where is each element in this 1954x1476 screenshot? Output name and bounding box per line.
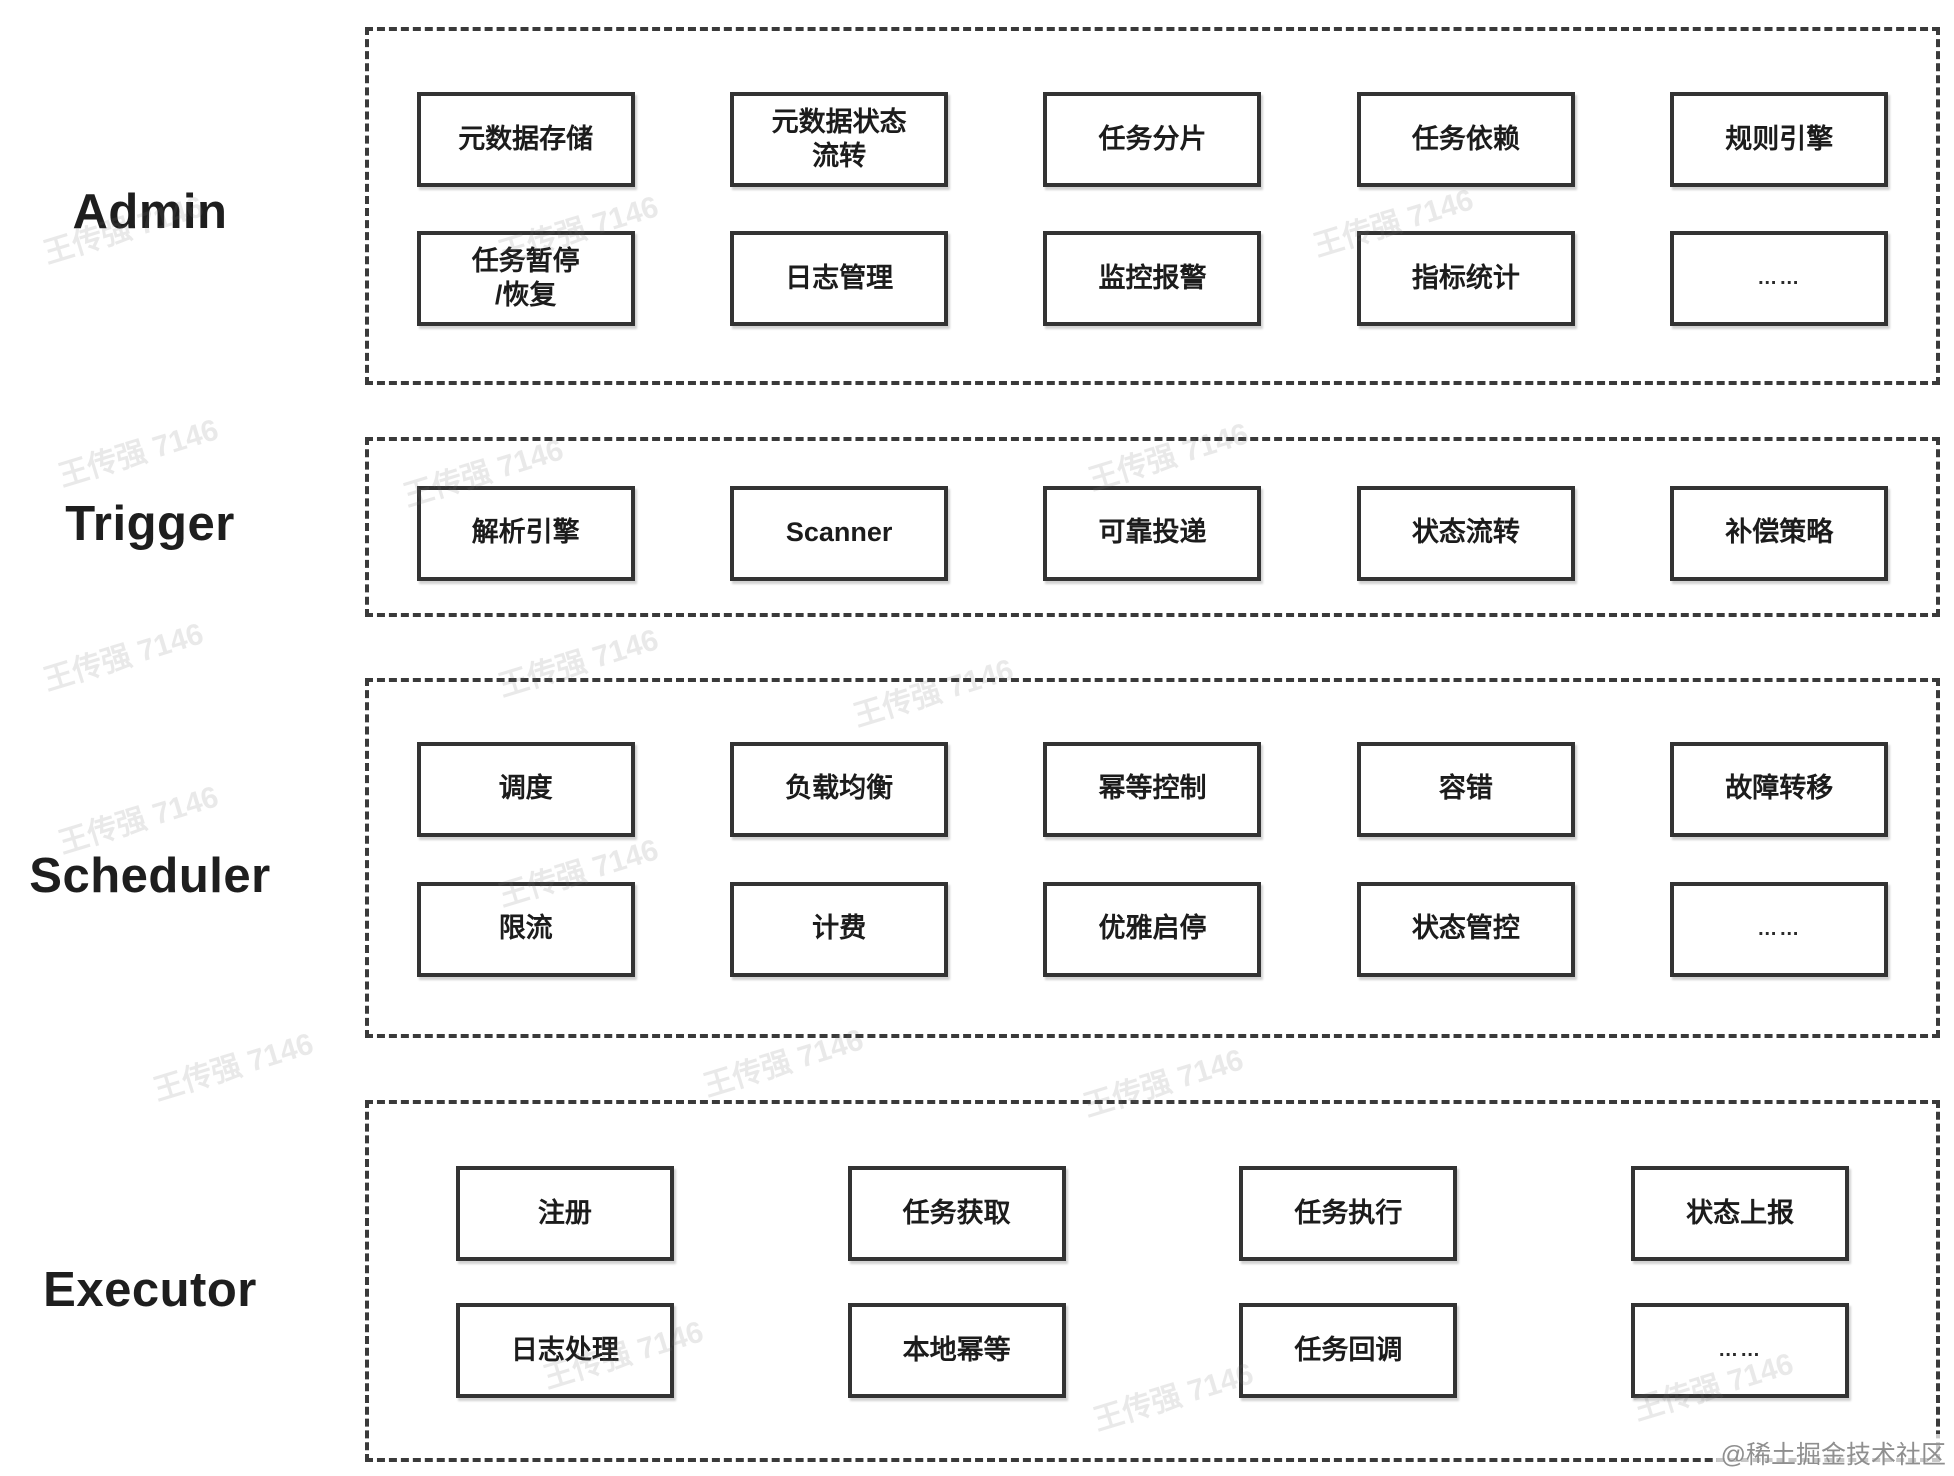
feature-box-executor-0-1: 任务获取 bbox=[847, 1166, 1066, 1261]
section-container-trigger: 解析引擎 Scanner 可靠投递状态流转补偿策略 bbox=[365, 437, 1940, 617]
feature-box-scheduler-0-0: 调度 bbox=[416, 741, 635, 837]
section-grid-admin: 元数据存储元数据状态 流转任务分片任务依赖规则引擎任务暂停 /恢复日志管理监控报… bbox=[369, 31, 1936, 348]
feature-box-admin-0-1: 元数据状态 流转 bbox=[730, 92, 949, 187]
section-label-scheduler: Scheduler bbox=[29, 849, 271, 903]
grid-cell: 故障转移 bbox=[1623, 719, 1936, 859]
watermark-text: 王传强 7146 bbox=[39, 617, 208, 698]
feature-box-trigger-0-3: 状态流转 bbox=[1356, 485, 1575, 581]
grid-cell: 任务分片 bbox=[996, 70, 1309, 209]
watermark-text: 王传强 7146 bbox=[149, 1027, 318, 1108]
grid-cell: 状态上报 bbox=[1544, 1145, 1936, 1282]
grid-cell: …… bbox=[1623, 859, 1936, 999]
grid-cell: 任务依赖 bbox=[1309, 70, 1622, 209]
grid-cell: 解析引擎 bbox=[369, 485, 682, 581]
feature-box-executor-0-2: 任务执行 bbox=[1239, 1166, 1458, 1261]
grid-cell: 注册 bbox=[369, 1145, 761, 1282]
section-container-executor: 注册 任务获取 任务执行 状态上报日志处理 本地幂等 任务回调 …… bbox=[365, 1100, 1940, 1462]
feature-box-admin-0-3: 任务依赖 bbox=[1356, 92, 1575, 187]
feature-box-executor-0-3: 状态上报 bbox=[1631, 1166, 1850, 1261]
feature-box-scheduler-0-4: 故障转移 bbox=[1670, 741, 1889, 837]
section-grid-scheduler: 调度负载均衡幂等控制容错故障转移限流计费优雅启停状态管控 …… bbox=[369, 682, 1936, 999]
feature-box-admin-1-1: 日志管理 bbox=[730, 231, 949, 326]
grid-cell: 任务回调 bbox=[1153, 1282, 1545, 1419]
grid-cell: 计费 bbox=[682, 859, 995, 999]
feature-box-trigger-0-0: 解析引擎 bbox=[416, 485, 635, 581]
grid-cell: 任务执行 bbox=[1153, 1145, 1545, 1282]
feature-box-scheduler-1-0: 限流 bbox=[416, 881, 635, 977]
section-grid-trigger: 解析引擎 Scanner 可靠投递状态流转补偿策略 bbox=[369, 441, 1936, 581]
feature-box-scheduler-0-3: 容错 bbox=[1356, 741, 1575, 837]
grid-cell: Scanner bbox=[682, 485, 995, 581]
feature-box-admin-1-0: 任务暂停 /恢复 bbox=[416, 231, 635, 326]
feature-box-executor-1-2: 任务回调 bbox=[1239, 1303, 1458, 1398]
corner-watermark: @稀土掘金技术社区 bbox=[1716, 1434, 1950, 1472]
feature-box-admin-0-4: 规则引擎 bbox=[1670, 92, 1889, 187]
feature-box-scheduler-1-4: …… bbox=[1670, 881, 1889, 977]
feature-box-scheduler-1-2: 优雅启停 bbox=[1043, 881, 1262, 977]
grid-cell: 补偿策略 bbox=[1623, 485, 1936, 581]
grid-cell: 监控报警 bbox=[996, 209, 1309, 348]
feature-box-admin-0-0: 元数据存储 bbox=[416, 92, 635, 187]
grid-cell: 任务暂停 /恢复 bbox=[369, 209, 682, 348]
feature-box-scheduler-0-1: 负载均衡 bbox=[730, 741, 949, 837]
grid-cell: 优雅启停 bbox=[996, 859, 1309, 999]
section-label-trigger: Trigger bbox=[65, 497, 235, 551]
watermark-text: 王传强 7146 bbox=[54, 413, 223, 494]
grid-cell: 本地幂等 bbox=[761, 1282, 1153, 1419]
feature-box-scheduler-1-1: 计费 bbox=[730, 881, 949, 977]
feature-box-admin-0-2: 任务分片 bbox=[1043, 92, 1262, 187]
grid-cell: 限流 bbox=[369, 859, 682, 999]
grid-cell: 规则引擎 bbox=[1623, 70, 1936, 209]
grid-cell: 指标统计 bbox=[1309, 209, 1622, 348]
feature-box-executor-1-3: …… bbox=[1631, 1303, 1850, 1398]
grid-cell: 任务获取 bbox=[761, 1145, 1153, 1282]
grid-cell: 可靠投递 bbox=[996, 485, 1309, 581]
section-container-scheduler: 调度负载均衡幂等控制容错故障转移限流计费优雅启停状态管控 …… bbox=[365, 678, 1940, 1038]
feature-box-admin-1-4: …… bbox=[1670, 231, 1889, 326]
feature-box-scheduler-1-3: 状态管控 bbox=[1356, 881, 1575, 977]
grid-cell: 容错 bbox=[1309, 719, 1622, 859]
grid-cell: …… bbox=[1623, 209, 1936, 348]
grid-cell: 日志处理 bbox=[369, 1282, 761, 1419]
feature-box-trigger-0-1: Scanner bbox=[730, 485, 949, 581]
grid-cell: 调度 bbox=[369, 719, 682, 859]
grid-cell: 负载均衡 bbox=[682, 719, 995, 859]
feature-box-admin-1-2: 监控报警 bbox=[1043, 231, 1262, 326]
grid-cell: 状态管控 bbox=[1309, 859, 1622, 999]
section-label-admin: Admin bbox=[72, 185, 228, 239]
feature-box-executor-0-0: 注册 bbox=[455, 1166, 674, 1261]
grid-cell: …… bbox=[1544, 1282, 1936, 1419]
grid-cell: 元数据状态 流转 bbox=[682, 70, 995, 209]
section-grid-executor: 注册 任务获取 任务执行 状态上报日志处理 本地幂等 任务回调 …… bbox=[369, 1104, 1936, 1419]
section-container-admin: 元数据存储元数据状态 流转任务分片任务依赖规则引擎任务暂停 /恢复日志管理监控报… bbox=[365, 27, 1940, 385]
grid-cell: 幂等控制 bbox=[996, 719, 1309, 859]
grid-cell: 日志管理 bbox=[682, 209, 995, 348]
feature-box-trigger-0-2: 可靠投递 bbox=[1043, 485, 1262, 581]
feature-box-executor-1-1: 本地幂等 bbox=[847, 1303, 1066, 1398]
feature-box-admin-1-3: 指标统计 bbox=[1356, 231, 1575, 326]
feature-box-scheduler-0-2: 幂等控制 bbox=[1043, 741, 1262, 837]
feature-box-trigger-0-4: 补偿策略 bbox=[1670, 485, 1889, 581]
feature-box-executor-1-0: 日志处理 bbox=[455, 1303, 674, 1398]
section-label-executor: Executor bbox=[43, 1263, 257, 1317]
grid-cell: 状态流转 bbox=[1309, 485, 1622, 581]
grid-cell: 元数据存储 bbox=[369, 70, 682, 209]
